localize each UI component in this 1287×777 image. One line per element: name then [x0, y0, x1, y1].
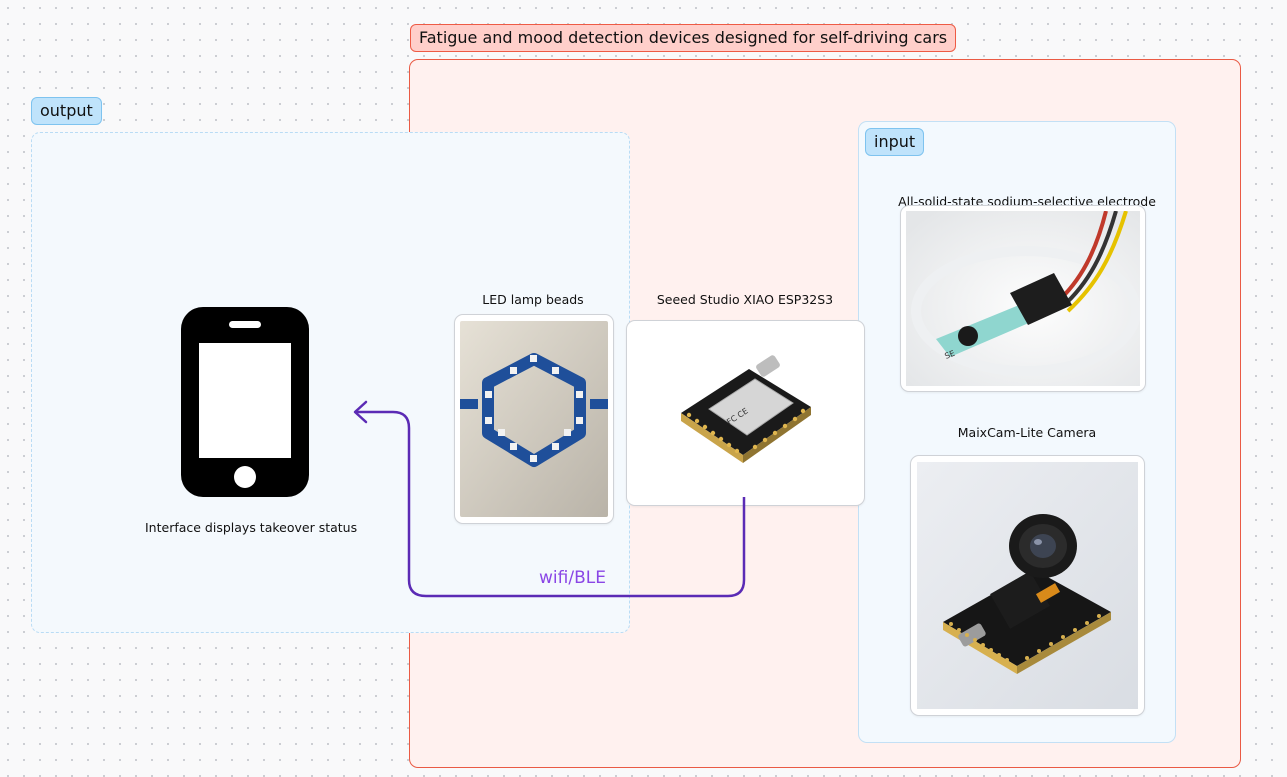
connection-label: wifi/BLE [539, 568, 606, 588]
camera-card [910, 455, 1145, 716]
camera-caption: MaixCam-Lite Camera [957, 425, 1097, 440]
xiao-board-image: FC CE [681, 355, 811, 463]
electrode-image: SE [906, 211, 1140, 386]
led-card [454, 314, 614, 524]
led-caption: LED lamp beads [482, 292, 584, 307]
maixcam-image [917, 462, 1138, 709]
esp32-card: FC CE [626, 320, 865, 506]
led-ring-image [460, 321, 608, 517]
output-group-label: output [31, 97, 102, 125]
electrode-card: SE [900, 205, 1146, 392]
svg-text:SE: SE [943, 349, 956, 361]
smartphone-icon [181, 307, 309, 497]
system-title: Fatigue and mood detection devices desig… [410, 24, 957, 52]
input-group-label: input [865, 128, 925, 156]
phone-caption: Interface displays takeover status [145, 520, 358, 535]
esp32-caption: Seeed Studio XIAO ESP32S3 [656, 292, 834, 307]
